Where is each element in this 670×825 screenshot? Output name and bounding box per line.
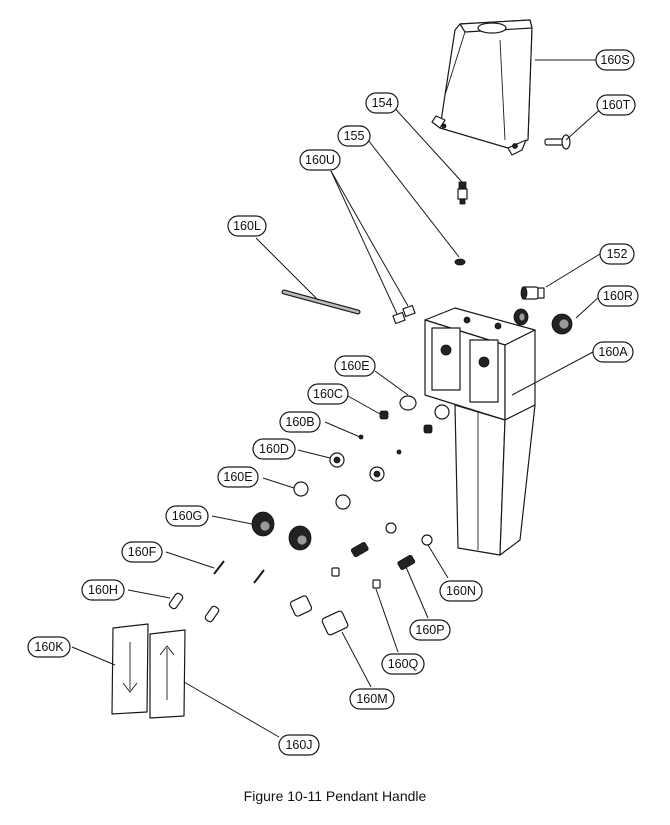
- part-160T-screw: [544, 134, 571, 150]
- callout-160S: 160S: [595, 49, 635, 71]
- part-160A-housing: [424, 307, 536, 556]
- part-154-fitting: [457, 181, 468, 205]
- part-152-plug: [520, 286, 545, 300]
- callout-label: 160D: [259, 442, 289, 456]
- callout-label: 160T: [602, 98, 631, 112]
- callout-160M: 160M: [349, 688, 395, 710]
- callout-label: 160L: [233, 219, 261, 233]
- callout-160H: 160H: [81, 579, 125, 601]
- part-160G-knob: [251, 511, 312, 551]
- callout-label: 160E: [223, 470, 252, 484]
- callout-label: 160H: [88, 583, 118, 597]
- callout-160G: 160G: [165, 505, 209, 527]
- callout-label: 155: [344, 129, 365, 143]
- callout-155: 155: [337, 125, 371, 147]
- part-160E-ring-upper: [399, 395, 417, 411]
- callout-154: 154: [365, 92, 399, 114]
- part-160S-cover: [431, 19, 533, 156]
- part-160B-ball: [358, 434, 402, 455]
- callout-label: 160S: [600, 53, 629, 67]
- callout-label: 160K: [34, 640, 64, 654]
- callout-label: 160J: [285, 738, 312, 752]
- callout-label: 160U: [305, 153, 335, 167]
- callout-160L: 160L: [227, 215, 267, 237]
- callout-160Q: 160Q: [381, 653, 425, 675]
- callout-160J: 160J: [278, 734, 320, 756]
- callout-160E-low: 160E: [217, 466, 259, 488]
- callout-160R: 160R: [597, 285, 639, 307]
- callout-label: 160Q: [388, 657, 419, 671]
- callout-label: 160B: [285, 415, 314, 429]
- part-160Q-screw: [331, 567, 381, 589]
- callout-160N: 160N: [439, 580, 483, 602]
- part-160R-nut: [513, 308, 573, 335]
- part-160L-rod: [281, 289, 361, 315]
- callout-160A: 160A: [592, 341, 634, 363]
- exploded-parts-diagram: 160S 160T 154 155 160U 160L 152 160R 160…: [27, 19, 639, 756]
- part-160F-pin: [213, 560, 265, 584]
- part-160U-pins: [392, 304, 416, 325]
- callout-label: 154: [372, 96, 393, 110]
- callout-160K: 160K: [27, 636, 71, 658]
- part-160M-sleeve: [289, 595, 349, 636]
- callout-label: 160F: [128, 545, 157, 559]
- callout-160T: 160T: [596, 94, 636, 116]
- leader-lines: [71, 59, 606, 738]
- part-160D-bushing: [329, 452, 385, 482]
- callout-label: 160A: [598, 345, 628, 359]
- callout-160C: 160C: [307, 383, 349, 405]
- callout-160U: 160U: [299, 149, 341, 171]
- part-160C-cap: [379, 410, 433, 434]
- part-160N-washer: [385, 522, 433, 546]
- callout-160B: 160B: [279, 411, 321, 433]
- callout-label: 160G: [172, 509, 203, 523]
- callout-label: 160P: [415, 623, 444, 637]
- callout-152: 152: [599, 243, 635, 265]
- part-160J-label-plate: [149, 629, 186, 719]
- part-160H-pin: [168, 592, 220, 623]
- callout-label: 160E: [340, 359, 369, 373]
- callout-label: 152: [607, 247, 628, 261]
- callout-160E-top: 160E: [334, 355, 376, 377]
- figure-caption: Figure 10-11 Pendant Handle: [243, 788, 427, 804]
- part-160E-ring-lower: [293, 404, 450, 510]
- callout-label: 160R: [603, 289, 633, 303]
- callout-label: 160M: [356, 692, 387, 706]
- callout-160F: 160F: [121, 541, 163, 563]
- callout-label: 160C: [313, 387, 343, 401]
- part-155-washer: [454, 258, 466, 266]
- callout-label: 160N: [446, 584, 476, 598]
- callout-160P: 160P: [409, 619, 451, 641]
- callout-160D: 160D: [252, 438, 296, 460]
- part-160P-spring: [350, 542, 416, 570]
- part-160K-label-plate: [111, 623, 149, 715]
